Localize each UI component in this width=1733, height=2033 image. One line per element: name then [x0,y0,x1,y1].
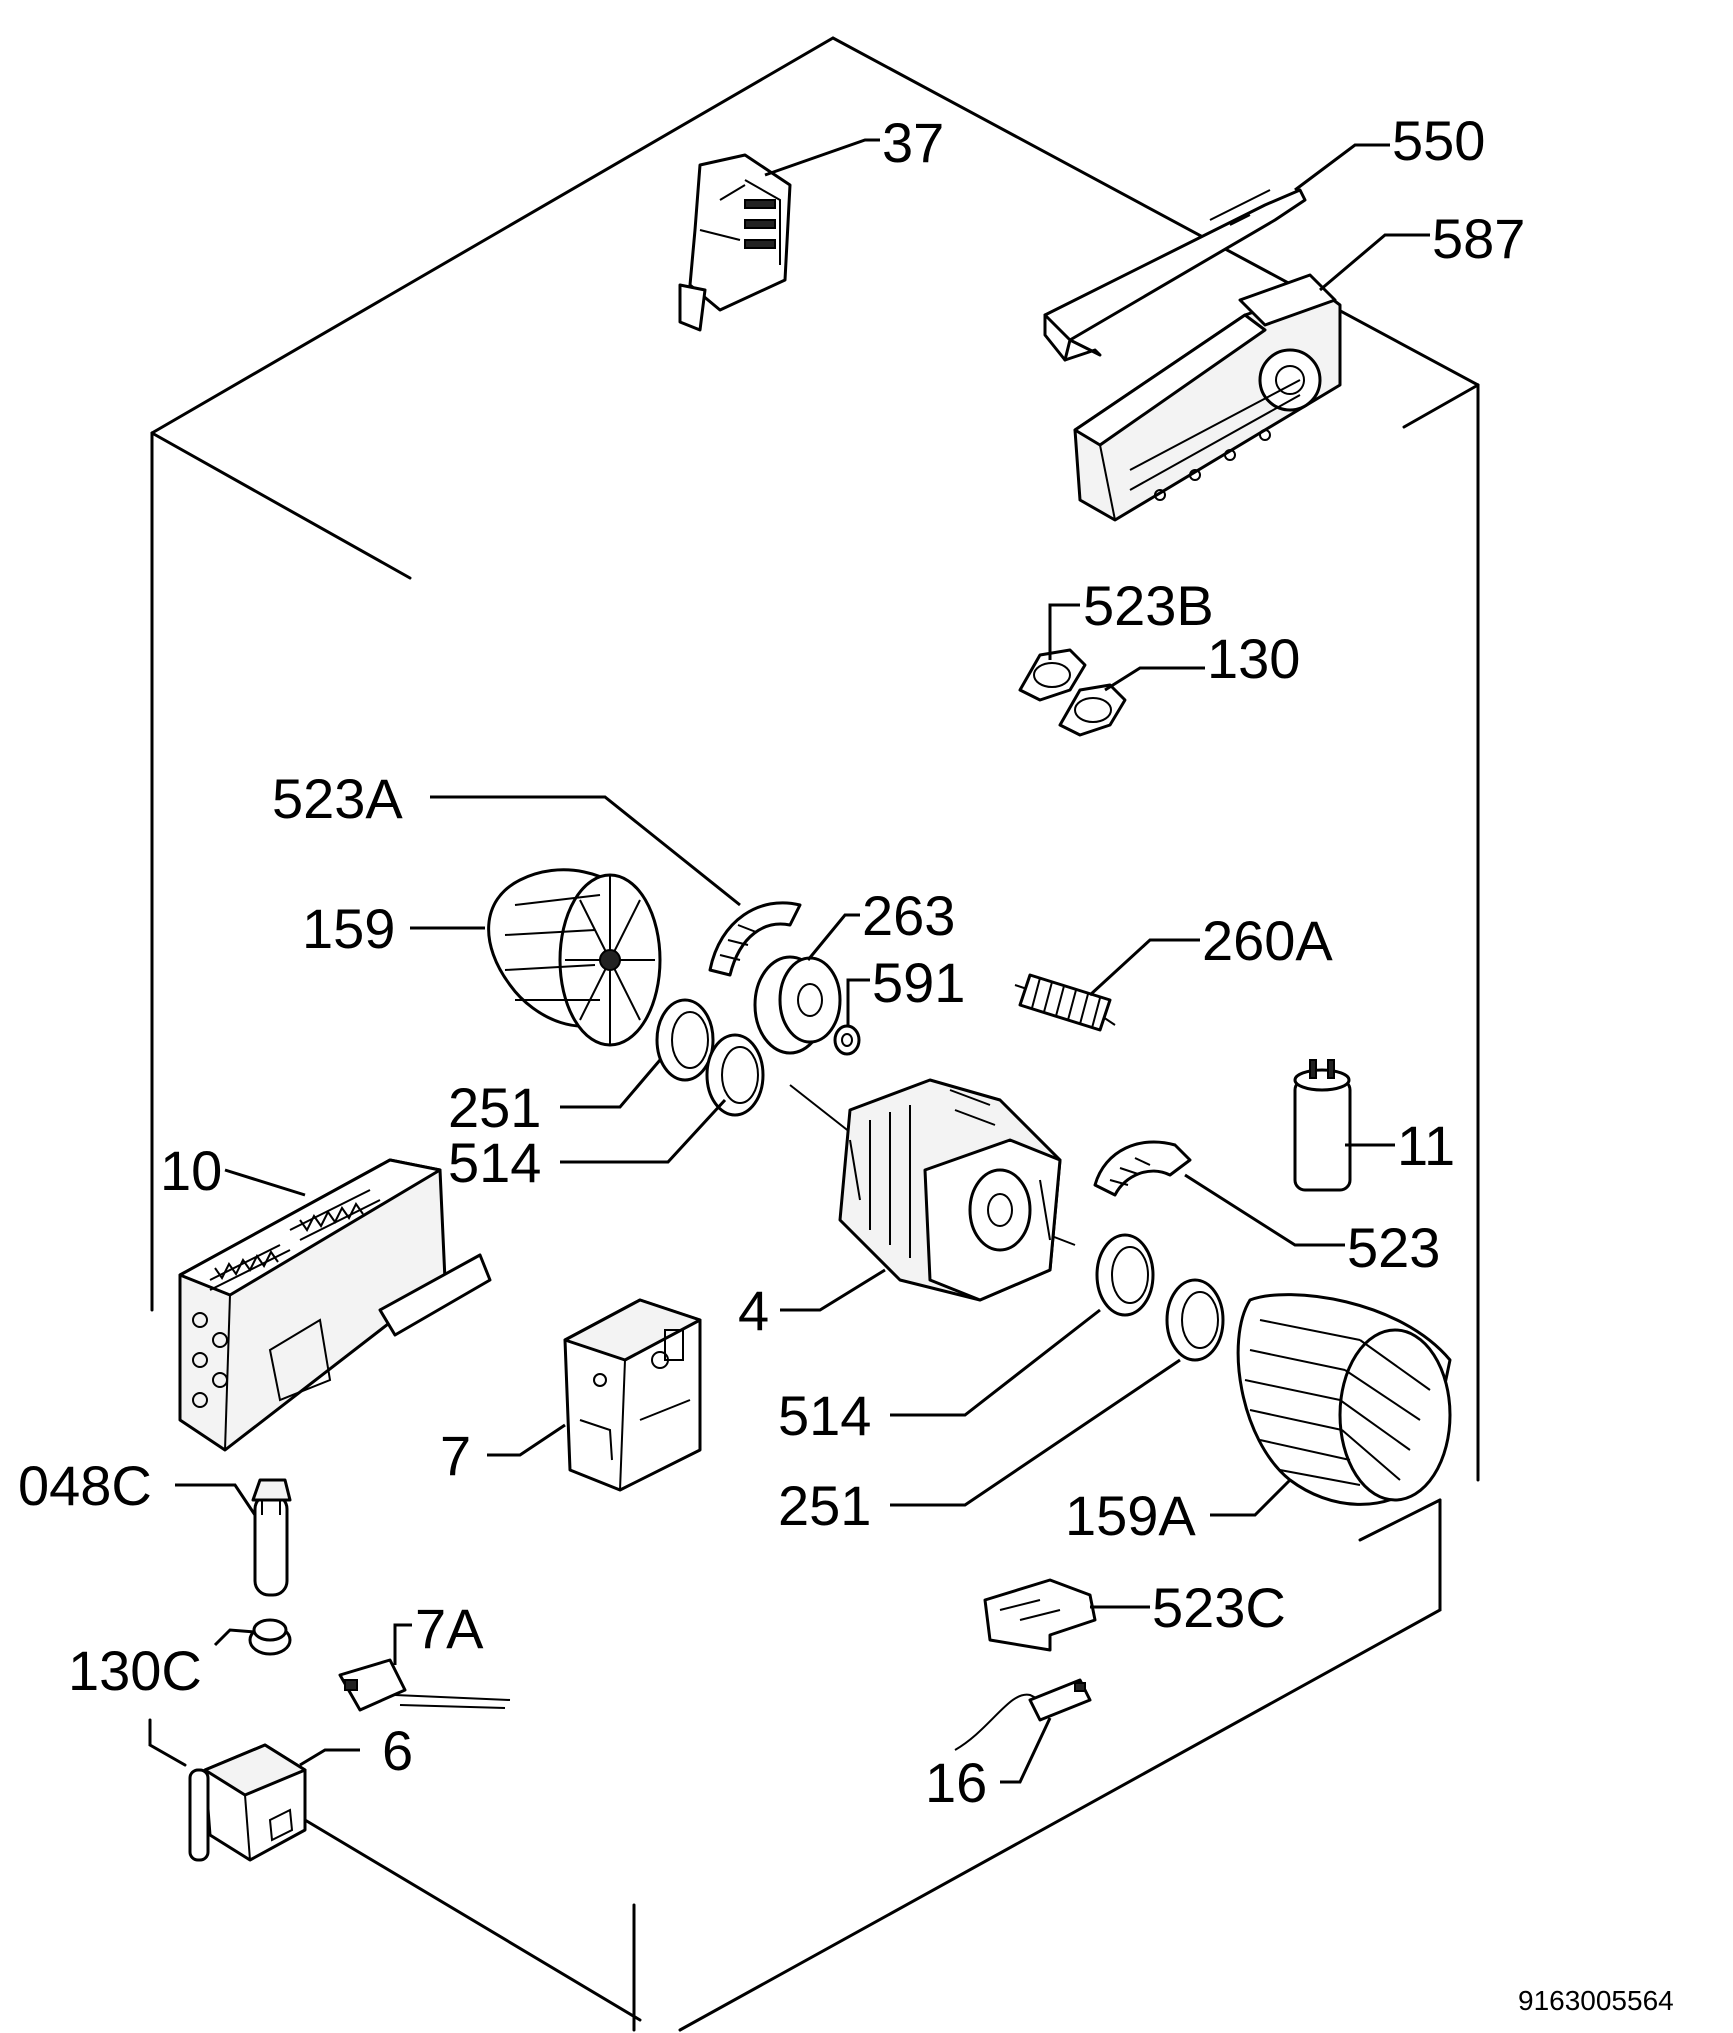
label-159: 159 [302,897,395,960]
label-550: 550 [1392,109,1485,172]
part-591-ring [833,1024,861,1056]
part-130-clip [1058,683,1127,737]
label-514-lower: 514 [778,1384,871,1447]
label-048C: 048C [18,1454,152,1517]
label-523A: 523A [272,767,403,830]
part-523-clamp [1093,1140,1192,1197]
part-251-bearing-upper [655,998,715,1082]
document-number: 9163005564 [1518,1985,1674,2016]
label-10: 10 [160,1139,222,1202]
label-263: 263 [862,884,955,947]
label-11: 11 [1397,1114,1455,1177]
label-514-upper: 514 [448,1131,541,1194]
label-7A: 7A [415,1597,484,1660]
label-37: 37 [882,111,944,174]
leader-lines [175,138,1430,1784]
part-16-switch [954,1678,1092,1751]
part-4-motor [789,1078,1076,1302]
label-4: 4 [738,1279,769,1342]
part-523A-clamp [708,901,802,977]
label-251-lower: 251 [778,1474,871,1537]
part-550-cover [1043,188,1307,362]
label-523C: 523C [1152,1576,1286,1639]
part-263-pulley [753,955,842,1055]
part-587-module [1073,273,1342,522]
cabinet-outline [148,36,1480,2032]
label-523: 523 [1347,1216,1440,1279]
part-6-pump [188,1743,307,1862]
part-37-bracket [678,153,792,332]
label-130C: 130C [68,1639,202,1702]
label-591: 591 [872,951,965,1014]
part-10-heater [178,1158,492,1452]
label-6: 6 [382,1719,413,1782]
part-251-bearing-lower [1165,1278,1225,1362]
label-16: 16 [925,1751,987,1814]
label-159A: 159A [1065,1484,1196,1547]
part-7A-microswitch [338,1658,511,1712]
part-514-bearing-lower [1095,1233,1155,1317]
part-523B-clip [1018,648,1087,702]
label-523B: 523B [1083,574,1214,637]
part-number-labels: 37 550 587 523B 130 523A 159 263 260A 59… [18,109,1674,2016]
part-048C-sensor [251,1478,292,1597]
part-260A-spring [1014,973,1116,1032]
part-159A-fan-wheel [1236,1293,1452,1506]
part-523C-bracket [983,1578,1097,1652]
label-251-upper: 251 [448,1076,541,1139]
label-587: 587 [1432,207,1525,270]
label-260A: 260A [1202,909,1333,972]
part-514-bearing-upper [705,1033,765,1117]
part-7-door-lock [563,1298,702,1492]
label-130: 130 [1207,627,1300,690]
part-159-fan [487,868,662,1047]
label-7: 7 [440,1424,471,1487]
part-11-capacitor [1293,1059,1352,1192]
part-130C-grommet [248,1618,292,1656]
